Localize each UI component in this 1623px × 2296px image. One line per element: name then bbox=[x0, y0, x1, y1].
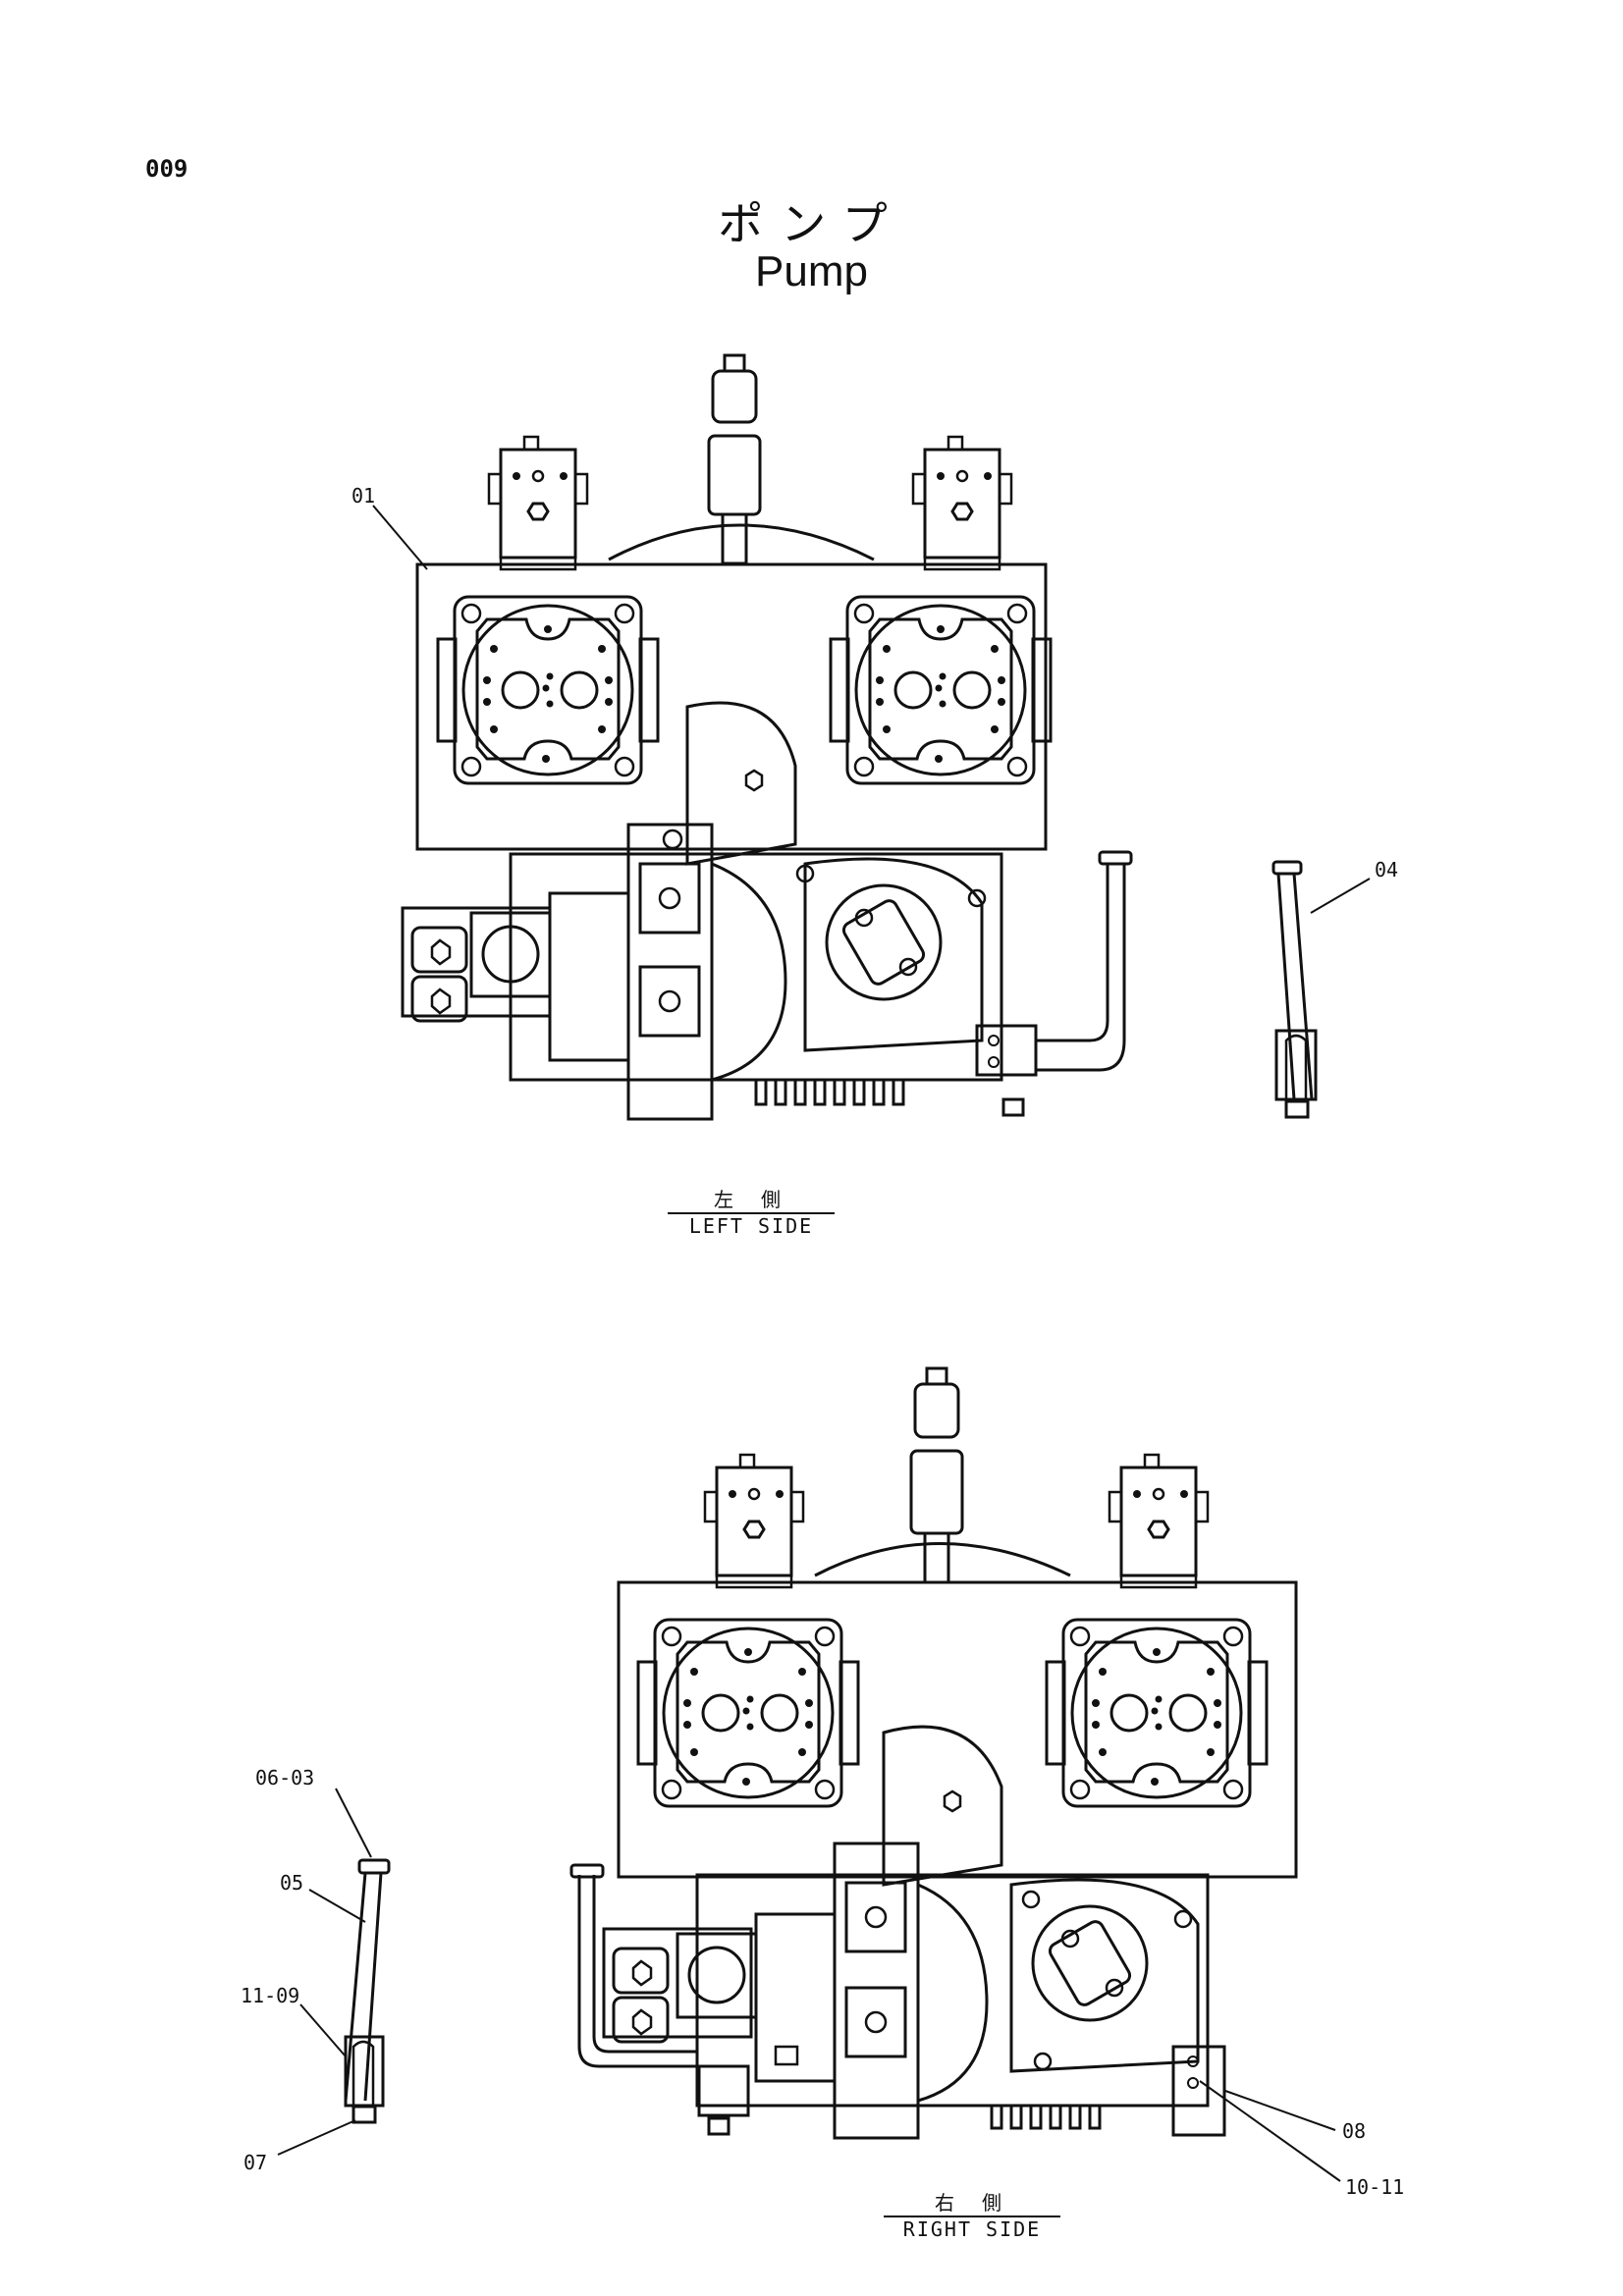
right-side-caption-jp: 右 側 bbox=[934, 2191, 1010, 2215]
right-side-view bbox=[569, 1366, 1298, 2140]
right-side-caption-en: RIGHT SIDE bbox=[884, 2216, 1060, 2241]
callout-04: 04 bbox=[1375, 858, 1398, 881]
title-english: Pump bbox=[755, 247, 868, 295]
left-side-caption-en: LEFT SIDE bbox=[668, 1212, 835, 1238]
callout-08: 08 bbox=[1342, 2119, 1366, 2143]
title-japanese: ポンプ bbox=[718, 197, 905, 250]
callout-10-11: 10-11 bbox=[1345, 2175, 1404, 2199]
right-side-caption: 右 側 RIGHT SIDE bbox=[884, 2187, 1060, 2241]
callout-11-09: 11-09 bbox=[241, 1984, 299, 2007]
leader-lines bbox=[277, 505, 1371, 2182]
left-side-caption-jp: 左 側 bbox=[713, 1188, 789, 1211]
part-04-pipe bbox=[1271, 860, 1318, 1119]
left-side-view bbox=[401, 353, 1133, 1121]
part-05-pipe bbox=[344, 1858, 391, 2124]
page-number: 009 bbox=[145, 155, 189, 183]
left-side-caption: 左 側 LEFT SIDE bbox=[668, 1184, 835, 1238]
callout-01: 01 bbox=[352, 484, 375, 507]
callout-06-03: 06-03 bbox=[255, 1766, 314, 1789]
callout-07: 07 bbox=[243, 2151, 267, 2174]
callout-05: 05 bbox=[280, 1871, 303, 1895]
